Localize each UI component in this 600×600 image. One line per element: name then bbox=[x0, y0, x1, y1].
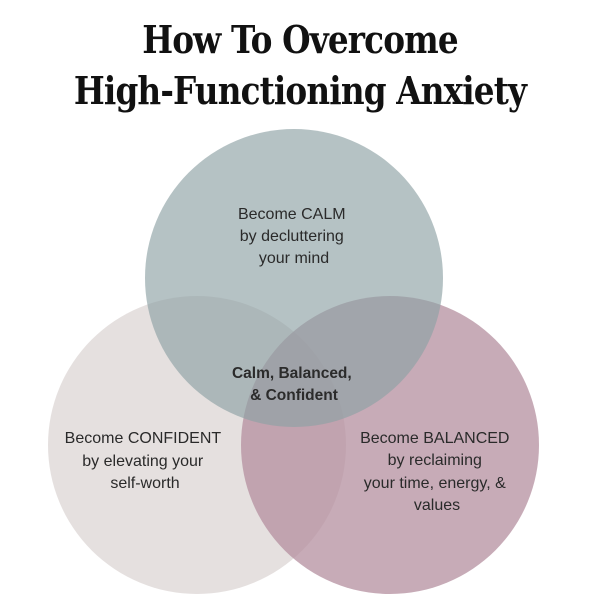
confident-label: Become CONFIDENT by elevating your self-… bbox=[65, 430, 226, 492]
calm-label-line-3: your mind bbox=[259, 250, 329, 267]
title-line-2: High-Functioning Anxiety bbox=[73, 68, 527, 113]
confident-label-line-3: self-worth bbox=[110, 475, 179, 492]
center-label-line-2: & Confident bbox=[250, 387, 338, 404]
circle-calm bbox=[145, 129, 443, 427]
center-label: Calm, Balanced, & Confident bbox=[232, 365, 356, 404]
balanced-label: Become BALANCED by reclaiming your time,… bbox=[360, 430, 514, 514]
center-label-line-1: Calm, Balanced, bbox=[232, 365, 352, 382]
balanced-label-line-4: values bbox=[414, 497, 460, 514]
confident-label-line-2: by elevating your bbox=[82, 453, 204, 470]
title-line-1: How To Overcome bbox=[142, 17, 458, 62]
confident-label-line-1: Become CONFIDENT bbox=[65, 430, 222, 447]
calm-label: Become CALM by decluttering your mind bbox=[238, 206, 350, 267]
calm-label-line-2: by decluttering bbox=[240, 228, 344, 245]
calm-label-line-1: Become CALM bbox=[238, 206, 346, 223]
balanced-label-line-2: by reclaiming bbox=[388, 452, 482, 469]
balanced-label-line-3: your time, energy, & bbox=[364, 475, 506, 492]
balanced-label-line-1: Become BALANCED bbox=[360, 430, 509, 447]
